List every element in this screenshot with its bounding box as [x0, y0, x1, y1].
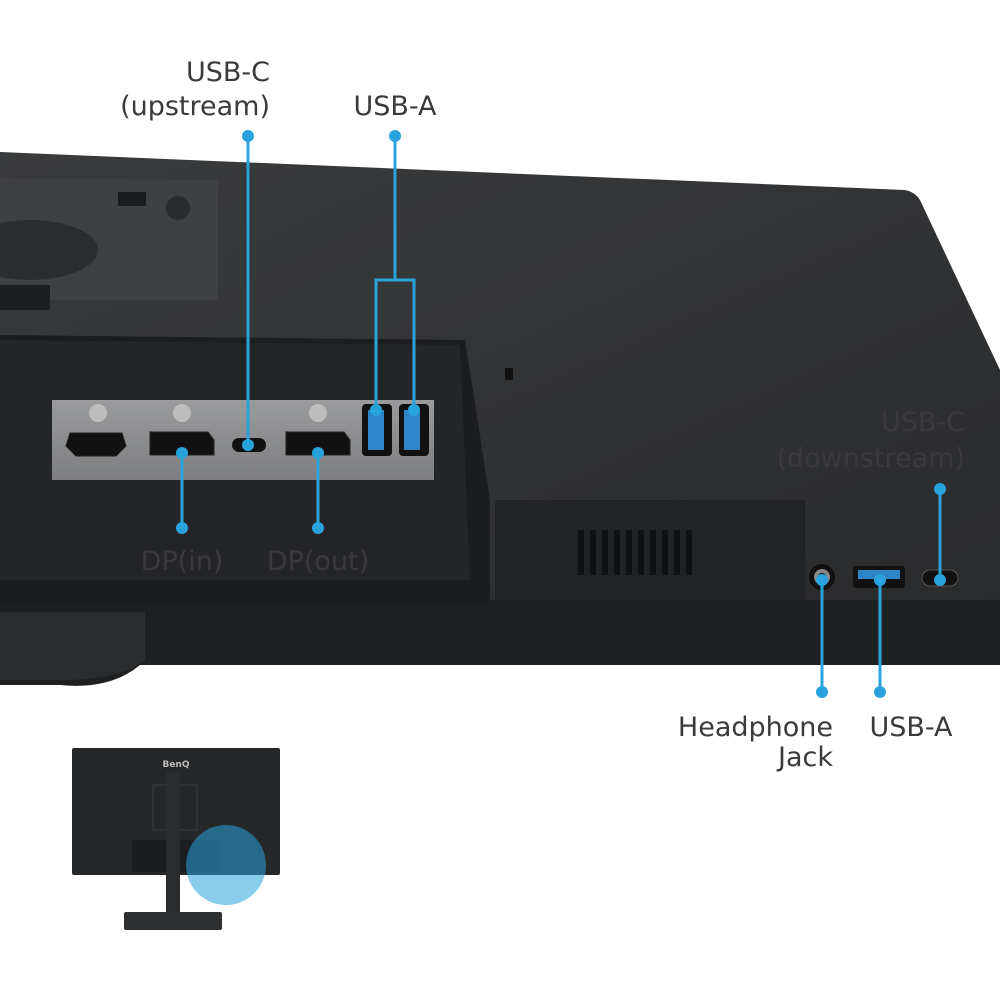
callout-dots: [176, 130, 946, 698]
callout-lines: [180, 136, 942, 692]
usb-a-port-2: [399, 404, 429, 456]
port-panel: [52, 400, 434, 480]
usb-a-port-1: [362, 404, 392, 456]
dp-in-port: [149, 431, 215, 456]
highlight-circle: [186, 825, 266, 905]
label-dp-out: DP(out): [267, 546, 369, 577]
label-usb-a-top: USB-A: [353, 91, 437, 122]
label-headphone-jack-line1: Headphone: [678, 712, 833, 743]
label-usb-c-upstream-line1: USB-C: [186, 57, 270, 88]
label-headphone-jack-line2: Jack: [776, 742, 833, 773]
label-usb-c-downstream-line1: USB-C: [881, 407, 965, 438]
label-dp-in: DP(in): [141, 546, 224, 577]
label-usb-c-downstream-line2: (downstream): [776, 443, 965, 474]
label-usb-a-side: USB-A: [869, 712, 953, 743]
vent-grille: [495, 500, 805, 600]
label-usb-c-upstream-line2: (upstream): [120, 91, 270, 122]
monitor-thumbnail: BenQ: [72, 748, 280, 930]
brand-logo: BenQ: [162, 760, 189, 770]
dp-out-port: [285, 431, 351, 456]
hdmi-port: [65, 432, 127, 457]
